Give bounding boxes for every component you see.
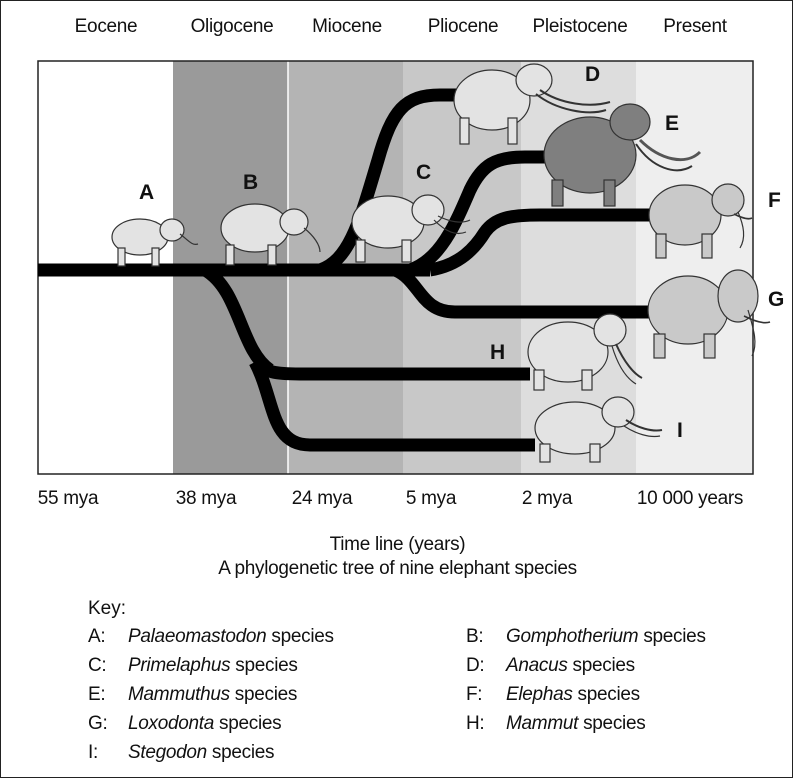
key-genus: Loxodonta: [128, 713, 214, 734]
key-genus: Gomphotherium: [506, 626, 638, 647]
label-a: A: [139, 181, 154, 204]
key-genus: Mammuthus: [128, 684, 230, 705]
key-suffix: species: [638, 626, 705, 647]
label-g: G: [768, 288, 784, 311]
label-f: F: [768, 189, 781, 212]
key-letter: F:: [466, 684, 506, 706]
label-i: I: [677, 419, 683, 442]
band-present: [636, 61, 753, 474]
key-suffix: species: [568, 655, 635, 676]
key-genus: Stegodon: [128, 742, 207, 763]
key-letter: G:: [88, 713, 128, 735]
key-genus: Primelaphus: [128, 655, 230, 676]
key-suffix: species: [214, 713, 281, 734]
time-2mya: 2 mya: [522, 488, 572, 510]
phylogenetic-tree: A B C D E F G H I: [0, 0, 795, 480]
key-genus: Anacus: [506, 655, 568, 676]
key-item-b: B:Gomphotherium species: [466, 626, 706, 648]
time-10000years: 10 000 years: [637, 488, 743, 510]
time-55mya: 55 mya: [38, 488, 99, 510]
key-genus: Palaeomastodon: [128, 626, 266, 647]
label-c: C: [416, 161, 431, 184]
label-d: D: [585, 63, 600, 86]
label-e: E: [665, 112, 679, 135]
key-letter: B:: [466, 626, 506, 648]
key-item-c: C:Primelaphus species: [88, 655, 298, 677]
key-item-g: G:Loxodonta species: [88, 713, 281, 735]
time-38mya: 38 mya: [176, 488, 237, 510]
key-suffix: species: [573, 684, 640, 705]
key-item-e: E:Mammuthus species: [88, 684, 297, 706]
key-letter: E:: [88, 684, 128, 706]
key-suffix: species: [230, 655, 297, 676]
key-title: Key:: [88, 598, 126, 620]
label-b: B: [243, 171, 258, 194]
key-suffix: species: [207, 742, 274, 763]
key-suffix: species: [578, 713, 645, 734]
key-suffix: species: [230, 684, 297, 705]
key-item-d: D:Anacus species: [466, 655, 635, 677]
time-24mya: 24 mya: [292, 488, 353, 510]
key-letter: H:: [466, 713, 506, 735]
key-item-f: F:Elephas species: [466, 684, 640, 706]
key-letter: A:: [88, 626, 128, 648]
key-item-a: A:Palaeomastodon species: [88, 626, 334, 648]
key-letter: D:: [466, 655, 506, 677]
key-item-i: I:Stegodon species: [88, 742, 274, 764]
key-item-h: H:Mammut species: [466, 713, 645, 735]
key-suffix: species: [266, 626, 333, 647]
key-letter: I:: [88, 742, 128, 764]
key-genus: Elephas: [506, 684, 573, 705]
time-5mya: 5 mya: [406, 488, 456, 510]
label-h: H: [490, 341, 505, 364]
axis-title: Time line (years): [0, 534, 795, 556]
key-genus: Mammut: [506, 713, 578, 734]
figure-caption: A phylogenetic tree of nine elephant spe…: [0, 558, 795, 580]
key-letter: C:: [88, 655, 128, 677]
